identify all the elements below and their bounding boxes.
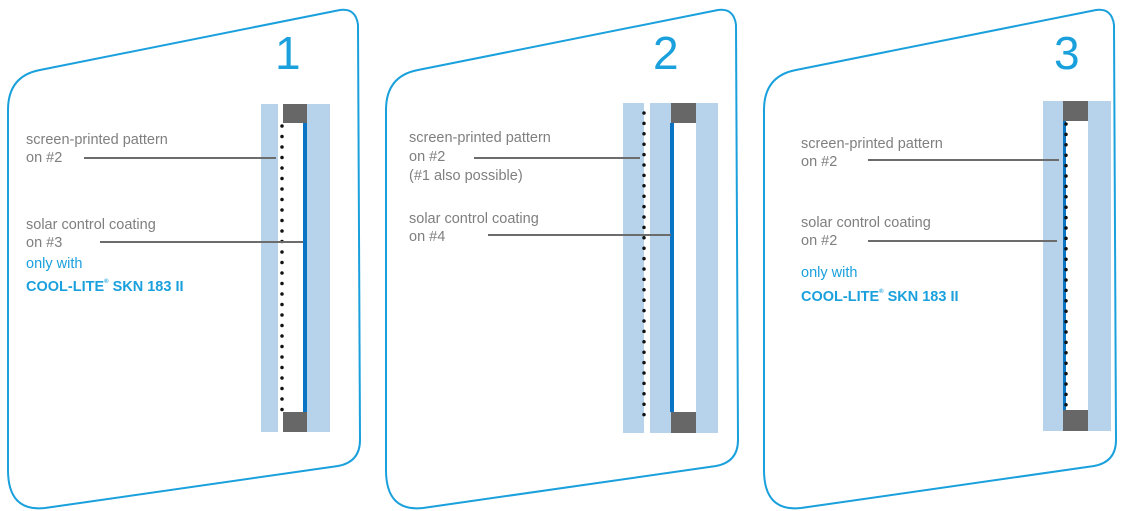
top-spacer — [1063, 101, 1088, 121]
product-name: COOL-LITE® SKN 183 II — [801, 284, 959, 305]
panel-3: 3 screen-printed pattern on #2 solar con… — [756, 0, 1134, 511]
solar-coating-layer — [303, 123, 307, 412]
registered-mark: ® — [104, 279, 109, 285]
bottom-spacer — [1063, 410, 1088, 431]
product-note: only with — [26, 256, 83, 272]
coating-label-line2: on #2 — [801, 233, 838, 249]
panel-1: 1 screen-printed pattern on #2 solar con… — [0, 0, 378, 511]
bottom-spacer — [671, 412, 696, 433]
product-model: SKN 183 II — [887, 289, 959, 305]
pattern-label-line1: screen-printed pattern — [801, 136, 943, 152]
panel-outline — [7, 8, 362, 510]
panel-number: 3 — [1054, 27, 1080, 79]
panel-number: 2 — [653, 27, 679, 79]
pattern-label-line3: (#1 also possible) — [409, 168, 523, 184]
top-spacer — [671, 103, 696, 123]
panel-1-drawing — [7, 8, 362, 510]
panel-2: 2 screen-printed pattern on #2 (#1 also … — [378, 0, 756, 511]
pattern-label-line2: on #2 — [26, 150, 63, 166]
outer-glass-pane — [261, 104, 278, 432]
coating-label-line2: on #3 — [26, 235, 63, 251]
pattern-label-line1: screen-printed pattern — [26, 132, 168, 148]
product-brand: COOL-LITE — [26, 279, 105, 295]
solar-coating-layer — [670, 123, 674, 412]
outer-glass-pane — [623, 103, 644, 433]
solar-coating-layer — [1063, 121, 1066, 410]
inner-glass-pane — [696, 103, 718, 433]
panel-number: 1 — [275, 27, 301, 79]
panel-outline — [763, 8, 1118, 510]
coating-label-line2: on #4 — [409, 229, 446, 245]
panel-outline — [385, 8, 740, 510]
pattern-label-line2: on #2 — [801, 154, 838, 170]
pattern-label-line2: on #2 — [409, 149, 446, 165]
inner-glass-pane — [1088, 101, 1111, 431]
top-spacer — [283, 104, 307, 123]
pattern-label-line1: screen-printed pattern — [409, 130, 551, 146]
product-name: COOL-LITE® SKN 183 II — [26, 274, 184, 295]
panel-2-drawing — [385, 8, 740, 510]
product-model: SKN 183 II — [112, 279, 184, 295]
panel-3-drawing — [763, 8, 1118, 510]
coating-label-line1: solar control coating — [801, 215, 931, 231]
bottom-spacer — [283, 412, 307, 432]
product-brand: COOL-LITE — [801, 289, 880, 305]
product-note: only with — [801, 265, 858, 281]
registered-mark: ® — [879, 289, 884, 295]
coating-label-line1: solar control coating — [409, 211, 539, 227]
inner-glass-pane — [307, 104, 330, 432]
middle-glass-pane — [650, 103, 671, 433]
coating-label-line1: solar control coating — [26, 217, 156, 233]
outer-glass-pane — [1043, 101, 1063, 431]
